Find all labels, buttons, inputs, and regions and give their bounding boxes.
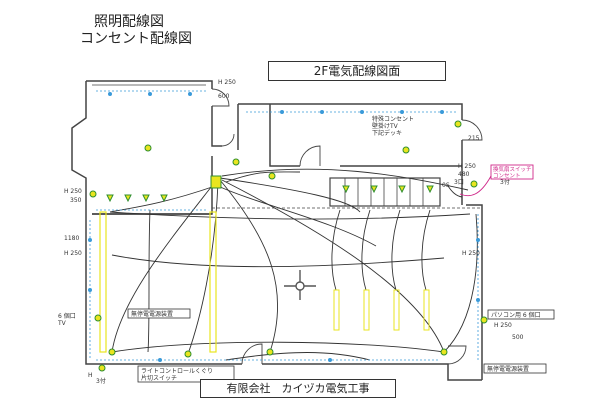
label-3tsuke: 3付 [500, 178, 510, 186]
label-h250-left-lower: H 250 [64, 250, 82, 257]
walls [71, 80, 483, 381]
label-dim-1180: 1180 [64, 235, 79, 242]
drawing-title-lighting: 照明配線図 [94, 14, 164, 30]
label-dim-350: 350 [70, 197, 82, 204]
label-noise-filter-left: 無停電電源装置 [131, 310, 173, 318]
label-h250-top: H 250 [218, 79, 236, 86]
outlet-icons [88, 92, 480, 362]
label-h250-right: H 250 [458, 163, 476, 170]
label-noise-filter-right: 無停電電源装置 [487, 365, 529, 373]
label-0s: 0S [442, 182, 450, 189]
label-h: H [88, 372, 93, 379]
pink-note: 換気扇スイッチコンセント [459, 164, 534, 197]
boxed-labels: 無停電電源装置 パソコン用 6 個口 ライトコントロールくぐり片切スイッチ 無停… [127, 308, 555, 383]
label-h250-left: H 250 [64, 188, 82, 195]
label-dim-600: 600 [218, 93, 230, 100]
label-light-control-switch: ライトコントロールくぐり片切スイッチ [141, 368, 213, 382]
label-pink-note: 換気扇スイッチコンセント [493, 165, 532, 179]
label-dim-500: 500 [512, 334, 524, 341]
drawing-title-outlets: コンセント配線図 [80, 31, 192, 47]
wiring [109, 168, 478, 361]
company-box: 有限会社 カイヅカ電気工事 [200, 379, 396, 398]
ceiling-fan-icon [284, 270, 316, 300]
doors [211, 88, 483, 365]
label-3switch: 3口 [454, 179, 464, 186]
label-pc-outlet: パソコン用 6 個口 [491, 311, 541, 319]
stair-treads [344, 178, 424, 206]
plan-title-box: 2F電気配線図面 [268, 61, 446, 81]
label-h250-pc: H 250 [494, 322, 512, 329]
outlet-lines [89, 90, 479, 361]
label-dim-480: 480 [458, 171, 470, 178]
light-fixtures [89, 120, 488, 372]
label-dim-215: 215 [468, 135, 480, 142]
label-h250-right-lower: H 250 [462, 250, 480, 257]
label-3tsuke-bottom: 3付 [96, 377, 106, 385]
